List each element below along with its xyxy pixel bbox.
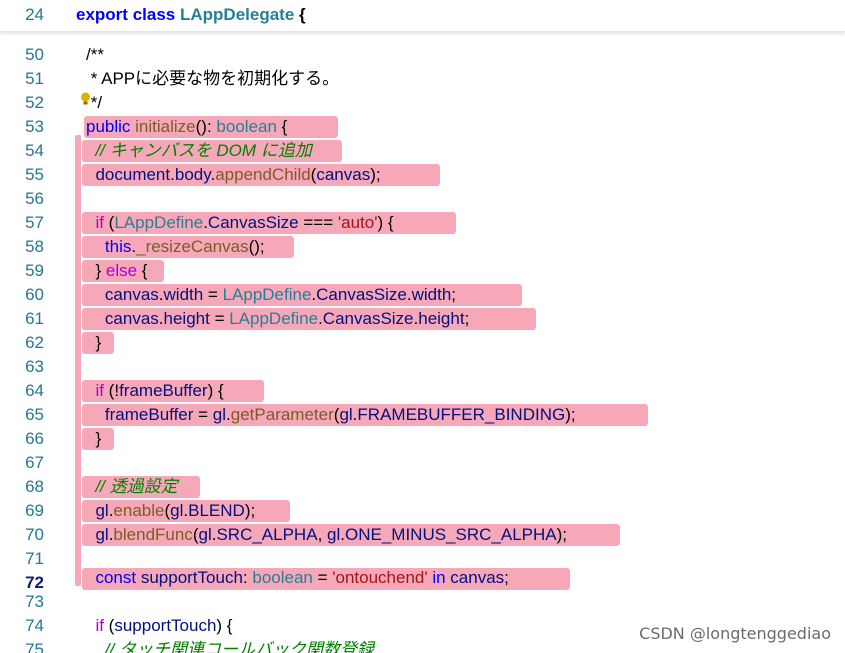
watermark: CSDN @longtenggediao [639,624,831,643]
code-line[interactable]: } [95,333,102,352]
code-line[interactable]: if (!frameBuffer) { [95,381,224,400]
line-number: 67 [25,453,44,472]
line-number: 57 [25,213,44,232]
code-text: /** [86,45,104,64]
line-number: 74 [25,616,44,635]
line-number: 65 [25,405,44,424]
line-number: 69 [25,501,44,520]
sticky-scroll-header[interactable]: 24 export class LAppDelegate { [0,0,845,32]
code-line[interactable]: // キャンバスを DOM に追加 [86,139,312,163]
selection-bar [75,135,81,586]
line-number: 54 [25,141,44,160]
line-number: 66 [25,429,44,448]
code-line[interactable]: * APPに必要な物を初期化する。 [86,67,339,91]
code-line[interactable]: public initialize(): boolean { [86,117,288,136]
sticky-code-line[interactable]: export class LAppDelegate { [76,5,306,24]
line-number: 63 [25,357,44,376]
comment: // 透過設定 [86,477,178,496]
comment: // タッチ関連コールバック関数登録 [86,640,375,653]
code-line[interactable]: /** [86,43,104,67]
code-line[interactable]: canvas.height = LAppDefine.CanvasSize.he… [104,309,470,328]
line-number: 68 [25,477,44,496]
code-line[interactable]: this._resizeCanvas(); [104,237,265,256]
code-line[interactable]: document.body.appendChild(canvas); [95,165,381,184]
keyword-public: public [86,117,131,136]
line-number: 55 [25,165,44,184]
code-line[interactable]: // タッチ関連コールバック関数登録 [86,638,374,653]
line-number: 58 [25,237,44,256]
code-line[interactable]: if (supportTouch) { [95,616,233,635]
comment: // キャンバスを DOM に追加 [86,141,312,160]
line-number: 62 [25,333,44,352]
type-boolean: boolean [216,117,277,136]
code-line[interactable]: } else { [95,261,148,280]
code-line[interactable]: */ [86,91,102,115]
line-number: 71 [25,549,44,568]
line-number: 70 [25,525,44,544]
line-number: 59 [25,261,44,280]
line-number: 50 [25,45,44,64]
line-number: 75 [25,640,44,653]
lightbulb-icon[interactable] [80,92,91,106]
line-number: 73 [25,592,44,611]
code-line[interactable]: frameBuffer = gl.getParameter(gl.FRAMEBU… [104,405,576,424]
line-number: 56 [25,189,44,208]
line-number: 52 [25,93,44,112]
code-text: */ [86,93,103,112]
line-number: 51 [25,69,44,88]
line-number: 53 [25,117,44,136]
code-line[interactable]: canvas.width = LAppDefine.CanvasSize.wid… [104,285,457,304]
code-line[interactable]: } [95,429,102,448]
code-text: * APPに必要な物を初期化する。 [86,69,340,88]
fn-initialize: initialize [135,117,196,136]
line-number: 60 [25,285,44,304]
code-line[interactable]: gl.blendFunc(gl.SRC_ALPHA, gl.ONE_MINUS_… [95,525,567,544]
code-line[interactable]: // 透過設定 [86,475,178,499]
line-number: 61 [25,309,44,328]
line-number: 64 [25,381,44,400]
line-number-active: 72 [25,573,44,592]
line-number: 24 [25,5,44,24]
code-line[interactable]: gl.enable(gl.BLEND); [95,501,256,520]
code-line[interactable]: if (LAppDefine.CanvasSize === 'auto') { [95,213,394,232]
code-line[interactable]: const supportTouch: boolean = 'ontouchen… [95,568,509,587]
